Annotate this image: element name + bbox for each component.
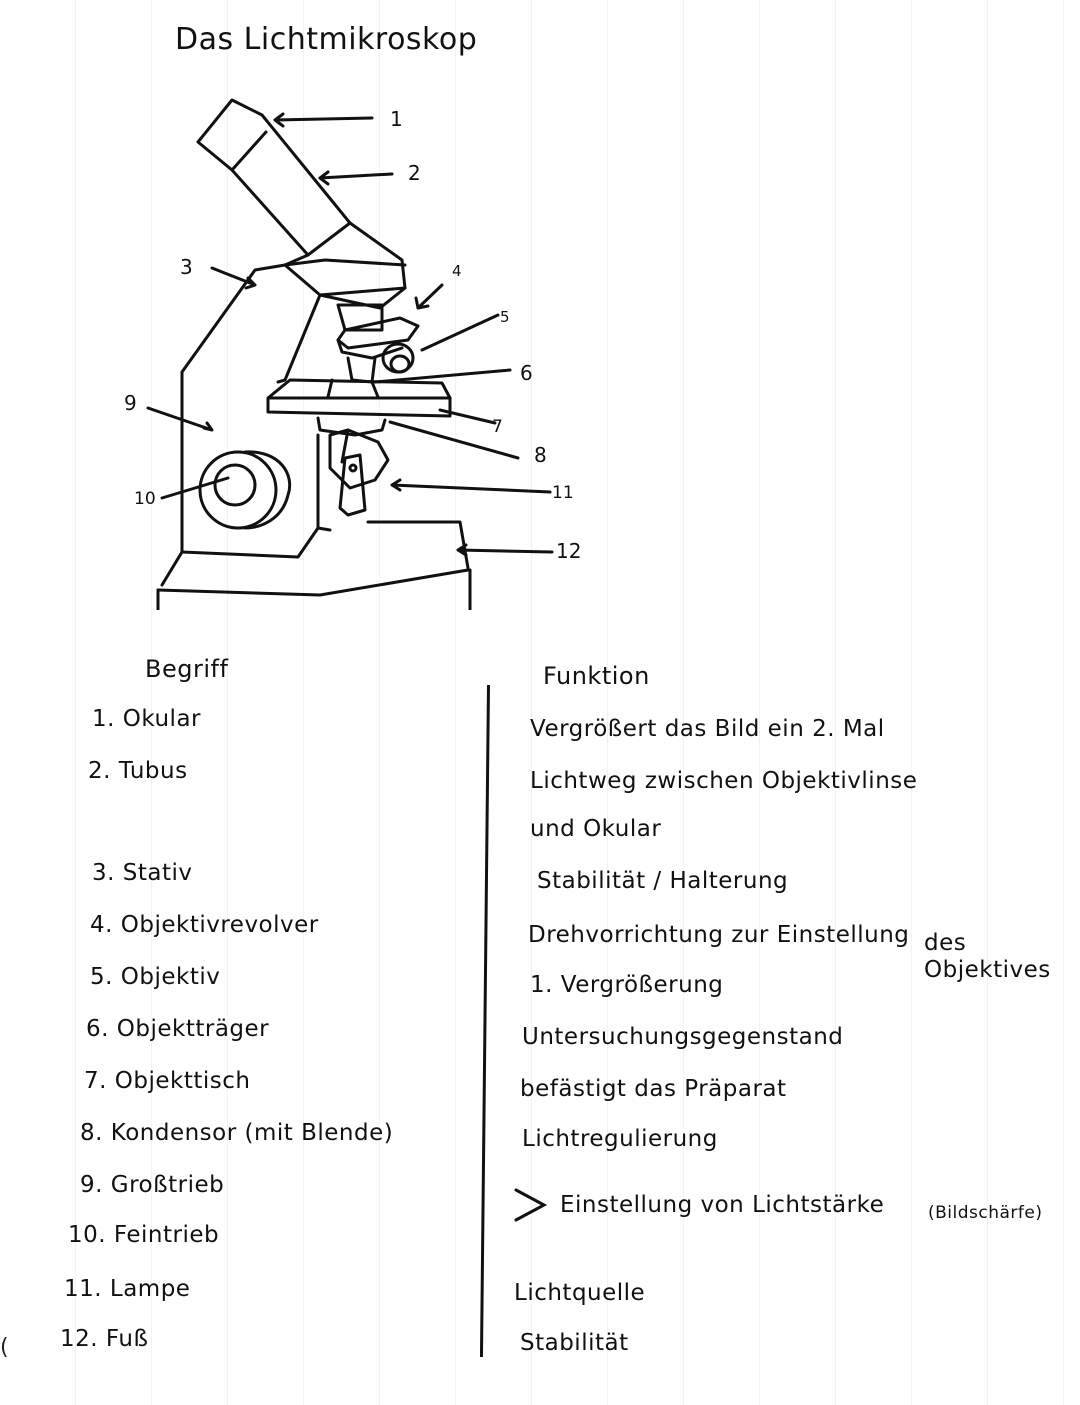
microscope-diagram: 1 2 3 4 5 6 7 8 9 10 11 12: [124, 98, 581, 610]
label-7: 7: [492, 417, 503, 437]
function-row-5: 1. Vergrößerung: [530, 972, 724, 998]
function-row-7: befästigt das Präparat: [520, 1076, 787, 1102]
label-6: 6: [520, 361, 533, 385]
function-row-8: Lichtregulierung: [522, 1126, 718, 1152]
label-4: 4: [452, 262, 462, 280]
term-row-1: 1. Okular: [92, 706, 201, 732]
function-row-3: Stabilität / Halterung: [537, 868, 789, 894]
function-row-4-extra-1: des: [924, 930, 967, 956]
term-row-6: 6. Objektträger: [86, 1016, 270, 1042]
term-row-3: 3. Stativ: [92, 860, 193, 886]
label-2: 2: [408, 161, 421, 185]
function-row-11: Lichtquelle: [514, 1280, 646, 1306]
function-row-2-cont: und Okular: [530, 816, 662, 842]
function-row-2: Lichtweg zwischen Objektivlinse: [530, 768, 918, 794]
label-12: 12: [556, 539, 581, 563]
term-row-8: 8. Kondensor (mit Blende): [80, 1120, 394, 1146]
function-row-4: Drehvorrichtung zur Einstellung: [528, 922, 910, 948]
function-row-9-10: Einstellung von Lichtstärke: [560, 1192, 885, 1218]
term-row-2: 2. Tubus: [88, 758, 188, 784]
function-row-6: Untersuchungsgegenstand: [522, 1024, 844, 1050]
label-9: 9: [124, 391, 137, 415]
term-row-7: 7. Objekttisch: [84, 1068, 251, 1094]
term-row-12: 12. Fuß: [60, 1326, 149, 1352]
header-function: Funktion: [543, 662, 650, 690]
function-row-4-extra-2: Objektives: [924, 957, 1051, 983]
label-11: 11: [552, 483, 574, 503]
page-edge-mark: (: [0, 1335, 9, 1360]
label-1: 1: [390, 107, 403, 131]
function-row-1: Vergrößert das Bild ein 2. Mal: [530, 716, 885, 742]
function-row-9-10-note: (Bildschärfe): [928, 1203, 1043, 1223]
term-row-4: 4. Objektivrevolver: [90, 912, 319, 938]
page-title: Das Lichtmikroskop: [175, 22, 478, 57]
label-5: 5: [500, 308, 510, 326]
term-row-10: 10. Feintrieb: [68, 1222, 220, 1248]
term-row-5: 5. Objektiv: [90, 964, 221, 990]
label-10: 10: [134, 489, 156, 509]
column-divider: [479, 684, 490, 1357]
term-row-11: 11. Lampe: [64, 1276, 191, 1302]
coarse-knob: [198, 450, 278, 530]
fine-knob: [213, 463, 257, 507]
label-3: 3: [180, 255, 193, 279]
label-8: 8: [534, 443, 547, 467]
greater-than-bracket-icon: [514, 1188, 548, 1222]
header-term: Begriff: [145, 655, 229, 683]
term-row-9: 9. Großtrieb: [80, 1172, 225, 1198]
function-row-12: Stabilität: [520, 1330, 629, 1356]
